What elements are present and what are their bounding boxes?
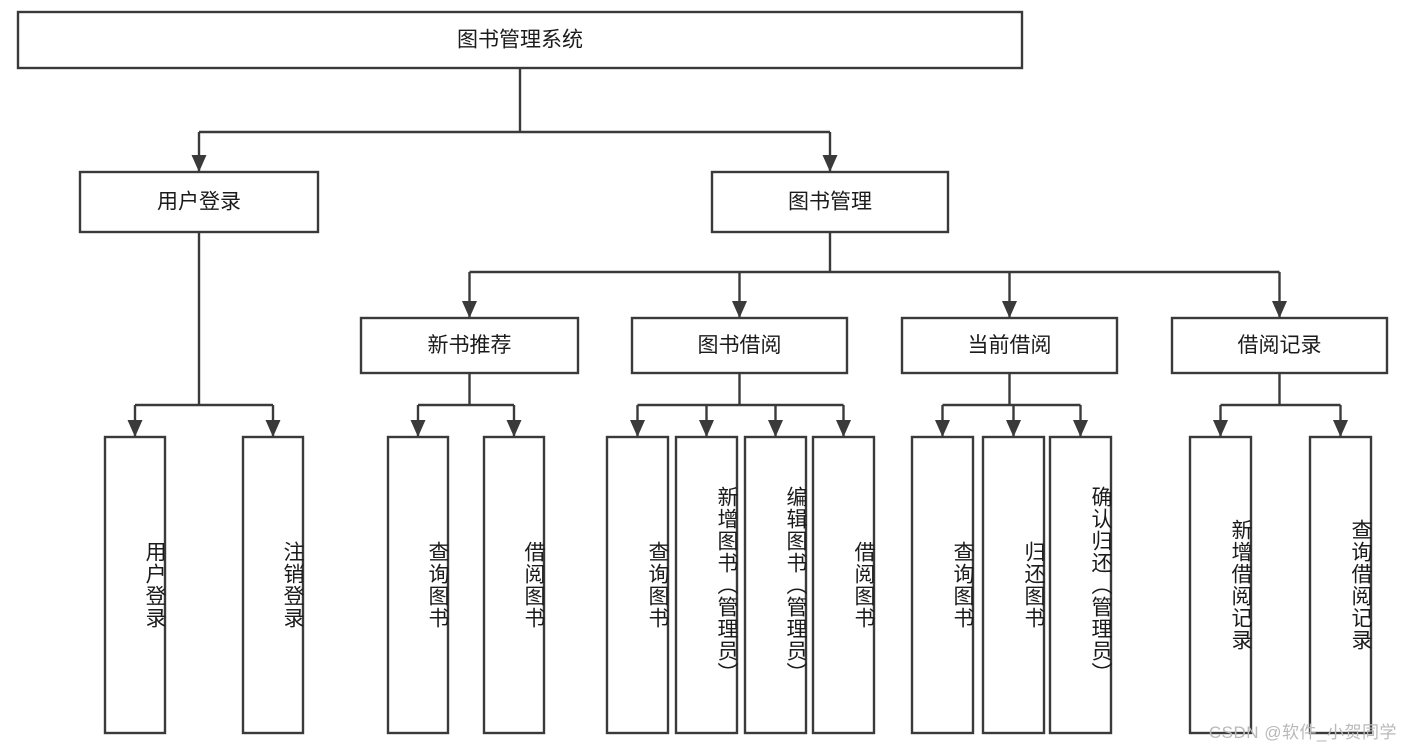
leaf-leaf-borrow-book[interactable] (811, 435, 876, 735)
leaf-leaf-query-borrow-record[interactable] (1308, 435, 1373, 735)
node-user-login-label: 用户登录 (157, 191, 241, 214)
node-new-book-recommend[interactable] (359, 316, 580, 375)
root-to-level2-arrow-0 (191, 155, 207, 172)
borrow-record-to-leaves-arrow-0 (1213, 420, 1228, 437)
node-book-management-label: 图书管理 (788, 191, 872, 214)
user-login-to-leaves-arrow-0 (127, 420, 143, 437)
node-current-borrow-label: 当前借阅 (968, 334, 1052, 357)
book-management-to-level3-arrow-3 (1272, 301, 1287, 318)
connector-edges (127, 68, 1348, 437)
book-borrow-to-leaves-arrow-0 (630, 420, 645, 437)
node-book-borrow-label: 图书借阅 (698, 334, 782, 357)
current-borrow-to-leaves-arrow-1 (1006, 420, 1021, 437)
csdn-watermark: CSDN @软件_小贺同学 (1208, 723, 1397, 742)
current-borrow-to-leaves-arrow-2 (1073, 420, 1088, 437)
node-boxes (16, 10, 1389, 735)
node-borrow-record-label: 借阅记录 (1238, 334, 1322, 357)
current-borrow-to-leaves-arrow-0 (935, 420, 950, 437)
node-borrow-record[interactable] (1170, 316, 1389, 375)
leaf-leaf-confirm-return[interactable] (1048, 435, 1113, 735)
leaf-leaf-add-book[interactable] (674, 435, 739, 735)
leaf-leaf-query-book-borrow[interactable] (605, 435, 670, 735)
root-node[interactable] (16, 10, 1024, 70)
leaf-leaf-logout[interactable] (241, 435, 305, 735)
new-book-recommend-to-leaves-arrow-0 (410, 420, 426, 437)
borrow-record-to-leaves-arrow-1 (1333, 420, 1348, 437)
user-login-to-leaves-arrow-1 (265, 420, 281, 437)
book-management-to-level3-arrow-2 (1002, 301, 1017, 318)
leaf-leaf-return-book[interactable] (981, 435, 1046, 735)
node-book-borrow[interactable] (630, 316, 849, 375)
book-management-to-level3-arrow-1 (732, 301, 747, 318)
root-node-label: 图书管理系统 (457, 29, 583, 52)
leaf-leaf-query-book-current[interactable] (910, 435, 975, 735)
book-borrow-to-leaves-arrow-2 (768, 420, 783, 437)
book-borrow-to-leaves-arrow-3 (836, 420, 851, 437)
book-management-to-level3-arrow-0 (462, 301, 477, 318)
node-new-book-recommend-label: 新书推荐 (428, 334, 512, 357)
node-user-login[interactable] (78, 170, 320, 234)
book-borrow-to-leaves-arrow-1 (699, 420, 714, 437)
node-book-management[interactable] (710, 170, 950, 234)
root-to-level2-arrow-1 (822, 155, 838, 172)
leaf-leaf-borrow-book-recommend[interactable] (482, 435, 546, 735)
node-current-borrow[interactable] (900, 316, 1119, 375)
leaf-leaf-add-borrow-record[interactable] (1188, 435, 1253, 735)
leaf-leaf-query-book-recommend[interactable] (386, 435, 450, 735)
leaf-leaf-user-login[interactable] (103, 435, 167, 735)
new-book-recommend-to-leaves-arrow-1 (506, 420, 522, 437)
leaf-leaf-edit-book[interactable] (743, 435, 808, 735)
